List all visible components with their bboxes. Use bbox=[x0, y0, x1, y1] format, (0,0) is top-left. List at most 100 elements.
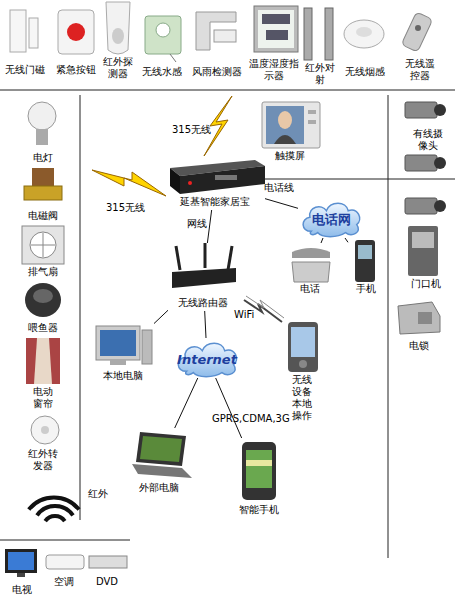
weather-sensor-icon bbox=[196, 12, 236, 50]
separator-line bbox=[0, 90, 455, 91]
label-block: Internet bbox=[173, 352, 241, 367]
device-node: DVD bbox=[86, 550, 128, 590]
ac-icon bbox=[46, 555, 84, 569]
label-block: 无线门磁 bbox=[1, 64, 49, 76]
device-node: 红外对射 bbox=[300, 0, 340, 88]
tv-icon bbox=[5, 549, 37, 573]
door-station-icon bbox=[408, 226, 438, 276]
camera-icon bbox=[434, 157, 446, 169]
device-node: 电动窗帘 bbox=[15, 336, 70, 412]
water-sensor-icon bbox=[156, 23, 170, 37]
beam-sensor-icon bbox=[304, 8, 312, 60]
device-label: 温度湿度指示器 bbox=[249, 58, 299, 82]
label-block: 红外探测器 bbox=[102, 56, 134, 80]
phone-icon bbox=[292, 248, 330, 258]
device-label: 电灯 bbox=[18, 152, 68, 164]
lamp-icon bbox=[28, 102, 56, 130]
pc-icon bbox=[96, 326, 140, 360]
panic-button-icon bbox=[67, 23, 85, 41]
remote-icon bbox=[415, 25, 421, 31]
device-label: 无线遥控器 bbox=[404, 58, 436, 82]
laptop-icon bbox=[132, 464, 192, 478]
smartphone-icon bbox=[246, 460, 272, 466]
device-node: 手机 bbox=[348, 238, 384, 298]
ir-repeater-icon bbox=[31, 416, 59, 444]
separator-line bbox=[80, 95, 81, 520]
thermometer-icon bbox=[254, 6, 298, 52]
phone-icon bbox=[292, 262, 330, 282]
device-label: 无线水感 bbox=[139, 66, 185, 78]
thermometer-icon bbox=[262, 14, 290, 24]
device-label: 本地电脑 bbox=[92, 370, 154, 382]
label-block: 红外对射 bbox=[304, 62, 336, 86]
pda-icon bbox=[288, 322, 318, 372]
device-label: 无线路由器 bbox=[168, 297, 238, 309]
touchscreen-icon bbox=[266, 106, 304, 144]
device-node: 电灯 bbox=[15, 98, 70, 164]
device-node: 红外探测器 bbox=[102, 0, 134, 88]
label-block: 温度湿度指示器 bbox=[249, 58, 299, 82]
device-node: 无线门磁 bbox=[0, 2, 50, 78]
label-block: 电视 bbox=[2, 584, 42, 596]
hub-icon bbox=[180, 166, 265, 194]
pda-icon bbox=[299, 360, 307, 368]
device-label: 电视 bbox=[2, 584, 42, 596]
device-label: 风雨检测器 bbox=[189, 66, 245, 78]
curtain-icon bbox=[26, 338, 60, 384]
connector bbox=[216, 378, 242, 438]
curtain-icon bbox=[26, 338, 37, 384]
router-icon bbox=[172, 268, 236, 288]
device-node: 无线遥控器 bbox=[390, 0, 450, 88]
device-node: 电视 bbox=[2, 546, 42, 598]
label-block: 手机 bbox=[348, 283, 384, 295]
label-block: 电话网 bbox=[298, 212, 364, 227]
door-sensor-icon bbox=[29, 18, 38, 48]
label-block: 智能手机 bbox=[232, 504, 286, 516]
wire-line bbox=[265, 179, 455, 180]
connector bbox=[175, 378, 198, 428]
label-block: 空调 bbox=[42, 576, 86, 588]
device-label: 手机 bbox=[348, 283, 384, 295]
label-block: 无线设备本地操作 bbox=[291, 374, 313, 422]
label-block: 无线水感 bbox=[139, 66, 185, 78]
hub-icon bbox=[170, 168, 180, 194]
dvd-icon bbox=[89, 556, 127, 568]
mobile-icon bbox=[355, 240, 375, 282]
label-block: 电锁 bbox=[394, 340, 444, 352]
device-node: 延基智能家居宝 bbox=[165, 158, 265, 210]
hub-icon bbox=[215, 175, 237, 180]
fan-icon bbox=[22, 226, 64, 264]
laptop-icon bbox=[136, 432, 186, 466]
pir-sensor-icon bbox=[106, 2, 130, 54]
camera-icon bbox=[434, 200, 446, 212]
smoke-sensor-icon bbox=[344, 20, 384, 48]
device-label: 外部电脑 bbox=[125, 482, 193, 494]
wireless-bolt bbox=[92, 170, 166, 196]
feeder-icon bbox=[33, 289, 53, 303]
device-node: 风雨检测器 bbox=[188, 2, 246, 78]
device-node: 空调 bbox=[42, 550, 86, 590]
router-icon bbox=[176, 246, 180, 270]
label-block: DVD bbox=[86, 576, 128, 588]
cloud-node: Internet bbox=[173, 338, 241, 378]
pc-icon bbox=[100, 330, 136, 356]
curtain-icon bbox=[49, 338, 60, 384]
smartphone-icon bbox=[246, 450, 272, 488]
mobile-icon bbox=[358, 245, 372, 259]
remote-icon bbox=[401, 12, 433, 52]
lock-icon bbox=[398, 302, 440, 334]
device-node: 门口机 bbox=[400, 224, 452, 292]
free-label: GPRS,CDMA,3G bbox=[212, 413, 290, 425]
separator-line bbox=[0, 540, 130, 541]
device-label: 排气扇 bbox=[18, 266, 68, 278]
edge-label: 网线 bbox=[187, 218, 207, 230]
pc-icon bbox=[142, 330, 152, 364]
ir-repeater-icon bbox=[41, 426, 49, 434]
device-label: 空调 bbox=[42, 576, 86, 588]
label-block: 电磁阀 bbox=[18, 210, 68, 222]
label-block: 本地电脑 bbox=[92, 370, 154, 382]
device-label: 红外转发器 bbox=[27, 448, 59, 472]
tv-icon bbox=[17, 573, 25, 577]
touchscreen-icon bbox=[278, 111, 292, 129]
